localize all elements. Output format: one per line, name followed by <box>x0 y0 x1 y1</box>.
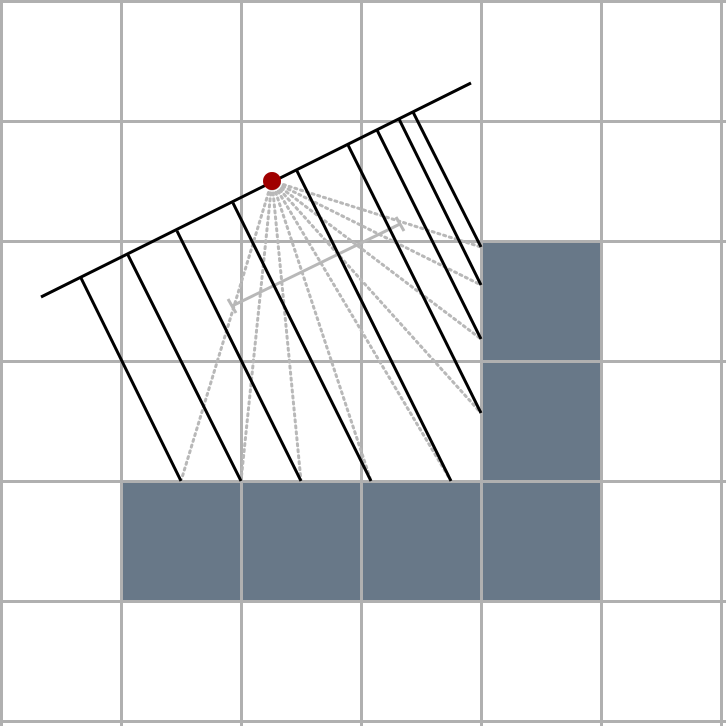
ray-line <box>411 111 483 248</box>
filled-cell <box>481 241 602 362</box>
ray-lines <box>40 81 483 482</box>
sight-lines <box>179 179 483 483</box>
filled-cell <box>241 481 362 602</box>
sight-line <box>270 179 373 483</box>
ray-line <box>346 144 483 414</box>
ray-line <box>397 118 483 286</box>
filled-cells <box>121 241 602 602</box>
ray-line <box>79 277 183 482</box>
filled-cell <box>121 481 242 602</box>
measure-tick <box>394 216 406 232</box>
red-dot-icon <box>263 172 281 190</box>
sight-line <box>270 179 483 341</box>
filled-cell <box>361 481 482 602</box>
sight-line <box>270 179 303 483</box>
ray-line <box>295 170 453 482</box>
filled-cell <box>481 481 602 602</box>
ray-line <box>175 230 303 482</box>
sight-line <box>270 179 453 483</box>
measure-tick <box>226 298 238 314</box>
base-line <box>40 81 472 299</box>
measure-line <box>231 222 401 308</box>
view-point-marker <box>263 172 281 190</box>
ray-line <box>126 254 243 482</box>
ray-line <box>375 129 483 340</box>
filled-cell <box>481 361 602 482</box>
sight-line <box>239 179 274 483</box>
ray-line <box>231 202 373 482</box>
sight-line <box>270 179 483 415</box>
